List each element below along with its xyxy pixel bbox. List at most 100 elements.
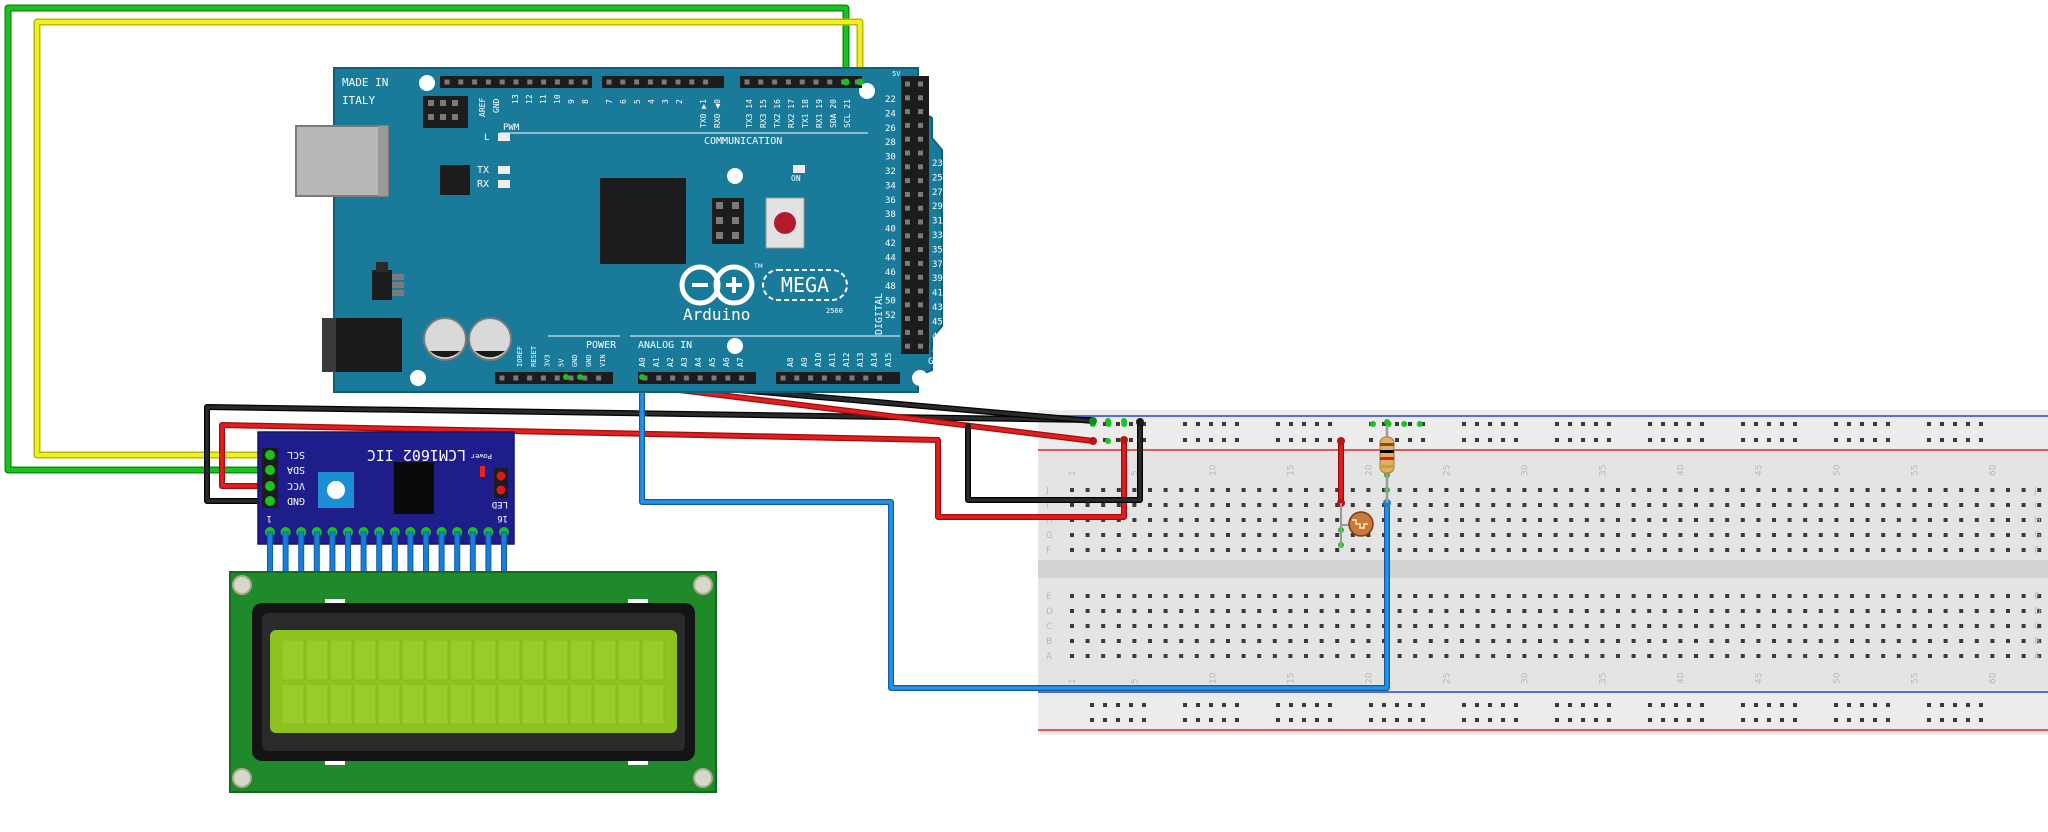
power-pin-label: GND: [585, 354, 593, 367]
potentiometer-knob[interactable]: [327, 481, 345, 499]
header-analog-1: [638, 372, 756, 384]
comm-pin-label: SDA 20: [829, 99, 838, 128]
breadboard-hole: [1943, 624, 1948, 628]
breadboard-hole: [1912, 639, 1917, 643]
rail-hole: [1873, 703, 1877, 707]
breadboard-hole: [1335, 594, 1340, 598]
breadboard-hole: [1413, 548, 1418, 552]
breadboard-hole: [1850, 639, 1854, 643]
analog-pin-label: A15: [884, 352, 893, 367]
digital-pin-label: 50: [885, 297, 896, 307]
breadboard-hole: [1725, 533, 1730, 537]
rail-hole: [1302, 703, 1306, 707]
rail-hole: [1328, 422, 1332, 426]
breadboard-hole: [1928, 488, 1932, 492]
breadboard-hole: [1881, 639, 1886, 643]
breadboard-hole: [1163, 594, 1168, 598]
breadboard-hole: [1912, 488, 1917, 492]
rail-hole: [1674, 718, 1678, 722]
rail-hole: [1834, 438, 1838, 442]
breadboard-hole: [1304, 594, 1308, 598]
breadboard-hole: [1475, 518, 1480, 522]
breadboard-hole: [1756, 609, 1761, 613]
column-number-bottom: 15: [1286, 673, 1296, 684]
breadboard-hole: [1756, 548, 1761, 552]
reset-button-cap[interactable]: [774, 212, 796, 234]
breadboard-hole: [1818, 654, 1823, 658]
rail-hole: [1183, 703, 1187, 707]
rail-hole: [1382, 422, 1386, 426]
breadboard-hole: [1959, 503, 1964, 507]
breadboard-hole: [1990, 609, 1995, 613]
digital-pin-label: 25: [932, 173, 943, 183]
breadboard-hole: [1288, 518, 1293, 522]
breadboard-hole: [1460, 488, 1464, 492]
pwm-pin-label: 10: [553, 94, 562, 104]
rail-hole: [1793, 438, 1797, 442]
breadboard-hole: [1990, 533, 1995, 537]
power-pin-label: RESET: [530, 345, 538, 367]
breadboard-hole: [1101, 488, 1106, 492]
breadboard-hole: [1772, 654, 1776, 658]
mega-badge: [762, 269, 848, 301]
breadboard-hole: [1694, 488, 1698, 492]
breadboard-hole: [1506, 503, 1511, 507]
breadboard-hole: [1584, 488, 1589, 492]
rail-hole: [1475, 422, 1479, 426]
rail-hole: [1927, 422, 1931, 426]
breadboard-hole: [1756, 488, 1761, 492]
icsp-main-pins: [716, 202, 739, 239]
rail-hole: [1834, 422, 1838, 426]
header-pin: [918, 288, 923, 294]
header-pin: [905, 316, 910, 322]
lcd-character-cell: [641, 683, 665, 725]
breadboard-hole: [1085, 639, 1090, 643]
pin-1-label: 1: [267, 513, 272, 523]
breadboard-hole: [1335, 624, 1340, 628]
communication-label: COMMUNICATION: [704, 136, 782, 147]
breadboard-hole: [1569, 503, 1574, 507]
breadboard-hole: [1397, 624, 1402, 628]
breadboard-hole: [1413, 503, 1418, 507]
rail-hole: [1966, 703, 1970, 707]
breadboard-hole: [2037, 503, 2042, 507]
breadboard-hole: [1616, 518, 1620, 522]
digital-pin-label: 31: [932, 217, 943, 227]
rail-hole: [1488, 703, 1492, 707]
breadboard-hole: [1974, 548, 1979, 552]
breadboard-hole: [1990, 518, 1995, 522]
rail-hole: [1276, 703, 1280, 707]
breadboard-hole: [1974, 654, 1979, 658]
breadboard-hole: [1538, 548, 1542, 552]
rail-hole: [1408, 422, 1412, 426]
column-number-top: 35: [1598, 465, 1608, 476]
breadboard-hole: [1350, 594, 1355, 598]
breadboard-hole: [1444, 533, 1449, 537]
breadboard-hole: [1522, 488, 1527, 492]
rail-hole: [1369, 703, 1373, 707]
rail-hole: [1648, 718, 1652, 722]
breadboard-hole: [1616, 594, 1620, 598]
rail-hole: [1966, 718, 1970, 722]
breadboard-hole: [1990, 488, 1995, 492]
rail-hole: [1129, 438, 1133, 442]
wire-endpoints: [965, 417, 1391, 507]
breadboard-hole: [1116, 594, 1121, 598]
breadboard-hole: [1538, 594, 1542, 598]
rail-hole: [1767, 718, 1771, 722]
breadboard-hole: [1631, 639, 1636, 643]
row-letter-right: J: [2033, 486, 2037, 496]
breadboard-hole: [1709, 488, 1714, 492]
led-tx: [498, 166, 510, 174]
breadboard-hole: [1491, 518, 1496, 522]
rail-hole: [1581, 703, 1585, 707]
breadboard-hole: [1428, 518, 1433, 522]
breadboard-hole: [1366, 624, 1371, 628]
breadboard-hole: [1460, 533, 1464, 537]
breadboard-hole: [1304, 488, 1308, 492]
breadboard-hole: [1179, 518, 1184, 522]
breadboard-hole: [1787, 503, 1792, 507]
row-letter-left: A: [1046, 652, 1053, 662]
breadboard-hole: [1210, 639, 1215, 643]
breadboard-hole: [1584, 639, 1589, 643]
